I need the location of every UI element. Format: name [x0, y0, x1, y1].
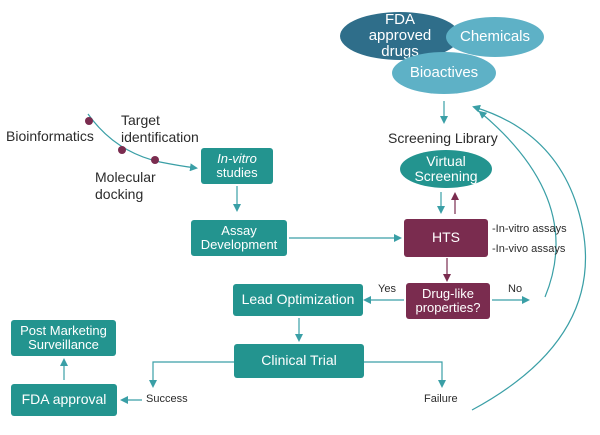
- hts-assay-invivo: -In-vivo assays: [492, 243, 566, 255]
- bioinformatics-label: Bioinformatics: [6, 128, 94, 144]
- in-vitro-studies-box: In-vitro studies: [201, 148, 273, 184]
- yes-label: Yes: [378, 283, 396, 295]
- failure-label: Failure: [424, 393, 458, 405]
- post-marketing-label: Post Marketing Surveillance: [20, 322, 107, 352]
- drug-like-label: Drug-like properties?: [415, 285, 481, 315]
- chemicals-label: Chemicals: [459, 28, 531, 46]
- virtual-screening-ellipse: Virtual Screening: [400, 150, 492, 188]
- failure-feedback-curve: [471, 104, 587, 411]
- assay-development-label: Assay Development: [200, 222, 278, 252]
- lead-optimization-label: Lead Optimization: [241, 291, 355, 308]
- hts-box: HTS: [404, 219, 488, 257]
- fda-approval-box: FDA approval: [11, 384, 117, 416]
- molecular-docking-dot: [151, 156, 159, 164]
- bioactives-ellipse: Bioactives: [392, 52, 496, 94]
- no-feedback-curve: [478, 110, 557, 298]
- hts-assay-invitro: -In-vitro assays: [492, 223, 567, 235]
- target-identification-dot: [118, 146, 126, 154]
- success-label: Success: [146, 393, 188, 405]
- arrow-clinical-to-success: [149, 361, 235, 388]
- virtual-screening-label: Virtual Screening: [414, 153, 478, 184]
- chemicals-ellipse: Chemicals: [446, 17, 544, 57]
- target-curve-line: [87, 113, 198, 172]
- lead-optimization-box: Lead Optimization: [233, 284, 363, 316]
- clinical-trial-box: Clinical Trial: [234, 344, 364, 378]
- fda-approved-drugs-label: FDA approved drugs: [368, 11, 432, 60]
- screening-library-label: Screening Library: [388, 130, 498, 146]
- assay-development-box: Assay Development: [191, 220, 287, 256]
- hts-label: HTS: [432, 229, 460, 246]
- fda-approval-label: FDA approval: [21, 391, 107, 408]
- drug-like-box: Drug-like properties?: [406, 283, 490, 319]
- arrow-clinical-to-failure: [364, 361, 446, 388]
- target-identification-label: Target identification: [121, 112, 199, 145]
- no-label: No: [508, 283, 523, 295]
- post-marketing-box: Post Marketing Surveillance: [11, 320, 116, 356]
- studies-label: studies: [216, 165, 258, 180]
- bioactives-label: Bioactives: [409, 64, 479, 82]
- clinical-trial-label: Clinical Trial: [261, 352, 337, 369]
- molecular-docking-label: Molecular docking: [95, 169, 156, 202]
- bioinformatics-dot: [85, 117, 93, 125]
- in-vitro-italic-label: In-vitro: [217, 150, 257, 166]
